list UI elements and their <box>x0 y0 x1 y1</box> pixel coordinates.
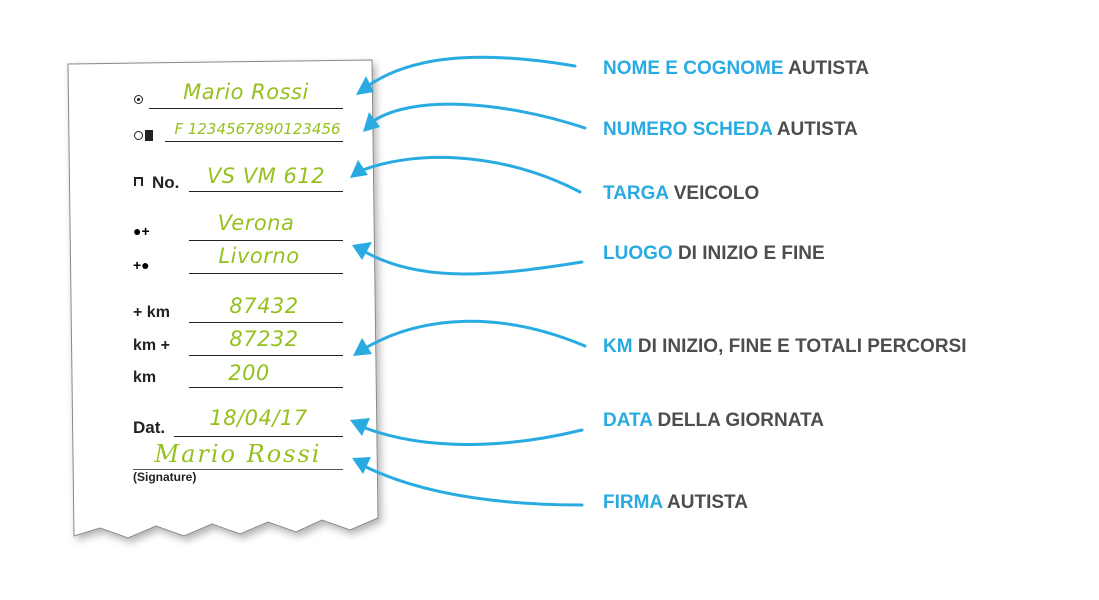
caption-driver-name: NOME E COGNOME AUTISTA <box>603 58 870 79</box>
caption-km: KM DI INIZIO, FINE E TOTALI PERCORSI <box>603 336 967 357</box>
arrow-plate <box>356 155 582 194</box>
arrow-place <box>360 248 584 276</box>
arrow-name <box>363 55 577 90</box>
start-place-icon: ●+ <box>133 223 150 239</box>
driver-card-icon <box>134 127 153 145</box>
date-value: 18/04/17 <box>209 406 308 430</box>
start-place-value: Verona <box>217 211 295 235</box>
arrows <box>356 55 587 507</box>
arrow-date <box>358 424 584 446</box>
driver-name-value: Mario Rossi <box>183 80 309 104</box>
end-place-value: Livorno <box>218 244 300 268</box>
km-end-value: 87232 <box>229 327 299 351</box>
driver-icon <box>134 95 143 104</box>
km-total-label: km <box>133 369 157 386</box>
km-total-value: 200 <box>228 361 270 385</box>
km-start-label: + km <box>133 304 170 321</box>
arrow-card <box>370 102 587 130</box>
vehicle-icon <box>134 177 143 186</box>
signature-value: Mario Rossi <box>154 440 322 468</box>
card-number-value: F 1234567890123456 <box>174 120 341 138</box>
arrow-km <box>360 319 587 352</box>
signature-label: (Signature) <box>133 470 197 484</box>
plate-value: VS VM 612 <box>206 164 326 188</box>
end-place-icon: +● <box>133 257 150 273</box>
plate-label: No. <box>152 173 180 192</box>
caption-place: LUOGO DI INIZIO E FINE <box>603 243 825 264</box>
date-label: Dat. <box>133 418 166 437</box>
km-start-value: 87432 <box>229 294 299 318</box>
caption-signature: FIRMA AUTISTA <box>603 492 748 513</box>
caption-plate: TARGA VEICOLO <box>603 183 760 204</box>
km-end-label: km + <box>133 337 170 354</box>
arrow-signature <box>358 462 584 507</box>
caption-date: DATA DELLA GIORNATA <box>603 410 824 431</box>
caption-card-number: NUMERO SCHEDA AUTISTA <box>603 119 858 140</box>
